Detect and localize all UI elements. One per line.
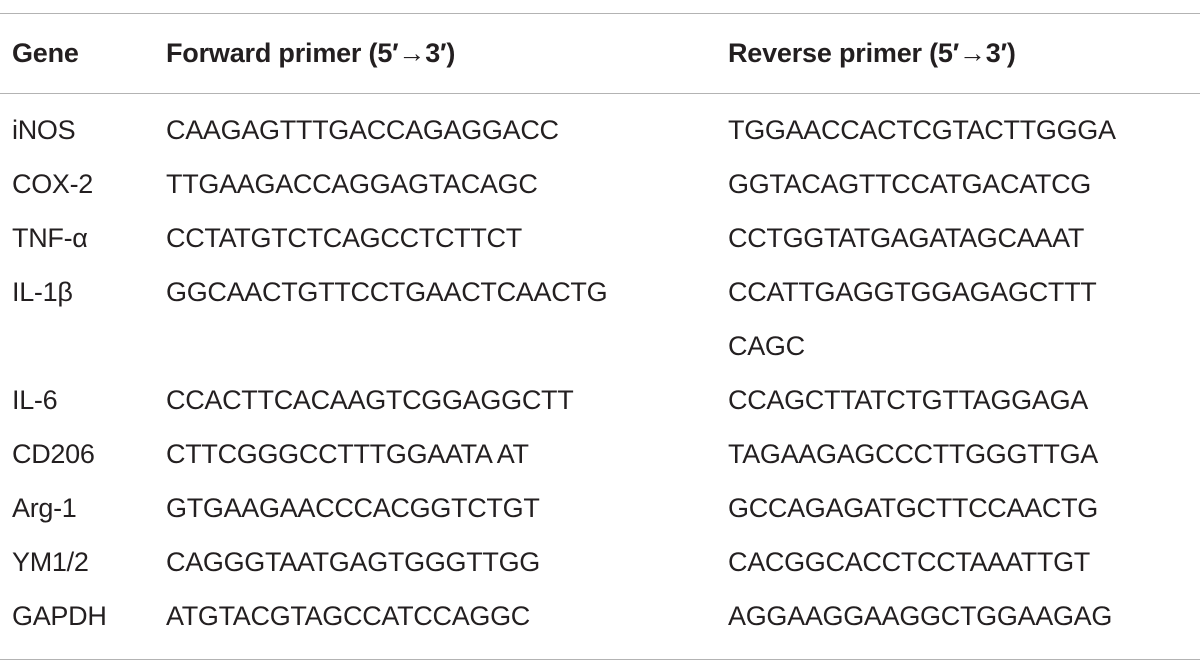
forward-primer-cell: CAAGAGTTTGACCAGAGGACC (166, 115, 559, 145)
forward-primer-cell: CTTCGGGCCTTTGGAATA AT (166, 439, 529, 469)
table-row: Arg-1 GTGAAGAACCCACGGTCTGT GCCAGAGATGCTTCC… (0, 481, 1200, 535)
table-row: TNF-α CCTATGTCTCAGCCTCTTCT CCTGGTATGAGATAG… (0, 211, 1200, 265)
table-body: iNOS CAAGAGTTTGACCAGAGGACC TGGAACCACTCGTAC… (0, 93, 1200, 643)
forward-primer-cell: GTGAAGAACCCACGGTCTGT (166, 493, 540, 523)
reverse-primer-line: CCAGCTTATCTGTTAGGAGA (728, 385, 1088, 415)
reverse-primer-cell: CCTGGTATGAGATAGCAAAT (728, 211, 1200, 265)
reverse-primer-line: CACGGCACCTCCTAAATTGT (728, 547, 1090, 577)
gene-name-cell: COX-2 (12, 169, 94, 199)
forward-primer-cell: TTGAAGACCAGGAGTACAGC (166, 169, 538, 199)
header-reverse-primer: Reverse primer (5′→3′) (728, 38, 1016, 68)
reverse-primer-line: GCCAGAGATGCTTCCAACTG (728, 493, 1099, 523)
reverse-primer-cell: GGTACAGTTCCATGACATCG (728, 157, 1200, 211)
table-bottom-rule (0, 659, 1200, 660)
table-top-rule (0, 13, 1200, 14)
reverse-primer-cell: CCAGCTTATCTGTTAGGAGA (728, 373, 1200, 427)
header-gene: Gene (12, 38, 79, 68)
gene-name-cell: CD206 (12, 439, 95, 469)
reverse-primer-line: GGTACAGTTCCATGACATCG (728, 169, 1091, 199)
forward-primer-cell: CCTATGTCTCAGCCTCTTCT (166, 223, 522, 253)
table-header-rule (0, 93, 1200, 94)
table-header-row: Gene Forward primer (5′→3′) Reverse prim… (0, 14, 1200, 93)
gene-name-cell: IL-6 (12, 385, 58, 415)
reverse-primer-line: CCTGGTATGAGATAGCAAAT (728, 223, 1085, 253)
forward-primer-cell: CCACTTCACAAGTCGGAGGCTT (166, 385, 574, 415)
table-row: GAPDH ATGTACGTAGCCATCCAGGC AGGAAGGAAGGCTGG… (0, 589, 1200, 643)
forward-primer-cell: CAGGGTAATGAGTGGGTTGG (166, 547, 541, 577)
gene-name-cell: Arg-1 (12, 493, 77, 523)
gene-name-cell: IL-1β (12, 277, 73, 307)
reverse-primer-line: TAGAAGAGCCCTTGGGTTGA (728, 439, 1099, 469)
forward-primer-cell: GGCAACTGTTCCTGAACTCAACTG (166, 277, 608, 307)
header-forward-primer: Forward primer (5′→3′) (166, 38, 456, 68)
table-row: IL-6 CCACTTCACAAGTCGGAGGCTT CCAGCTTATCTGTT… (0, 373, 1200, 427)
gene-name-cell: YM1/2 (12, 547, 89, 577)
table-row: iNOS CAAGAGTTTGACCAGAGGACC TGGAACCACTCGTAC… (0, 93, 1200, 157)
gene-name-cell: GAPDH (12, 601, 107, 631)
reverse-primer-line: CAGC (728, 331, 805, 361)
reverse-primer-line: CCATTGAGGTGGAGAGCTTT (728, 277, 1097, 307)
primer-table: Gene Forward primer (5′→3′) Reverse prim… (0, 14, 1200, 643)
reverse-primer-cell: GCCAGAGATGCTTCCAACTG (728, 481, 1200, 535)
table-row: YM1/2 CAGGGTAATGAGTGGGTTGG CACGGCACCTCCTAA… (0, 535, 1200, 589)
reverse-primer-cell: TAGAAGAGCCCTTGGGTTGA (728, 427, 1200, 481)
gene-name-cell: iNOS (12, 115, 76, 145)
reverse-primer-cell: AGGAAGGAAGGCTGGAAGAG (728, 589, 1200, 643)
reverse-primer-cell: TGGAACCACTCGTACTTGGGA (728, 93, 1200, 157)
table-row: IL-1β GGCAACTGTTCCTGAACTCAACTG CCATTGAGGTG… (0, 265, 1200, 373)
table-row: COX-2 TTGAAGACCAGGAGTACAGC GGTACAGTTCCATGA… (0, 157, 1200, 211)
reverse-primer-line: TGGAACCACTCGTACTTGGGA (728, 115, 1116, 145)
forward-primer-cell: ATGTACGTAGCCATCCAGGC (166, 601, 530, 631)
reverse-primer-line: AGGAAGGAAGGCTGGAAGAG (728, 601, 1113, 631)
table-row: CD206 CTTCGGGCCTTTGGAATA AT TAGAAGAGCCCTTG… (0, 427, 1200, 481)
reverse-primer-cell: CCATTGAGGTGGAGAGCTTT CAGC (728, 265, 1200, 373)
gene-name-cell: TNF-α (12, 223, 88, 253)
reverse-primer-cell: CACGGCACCTCCTAAATTGT (728, 535, 1200, 589)
